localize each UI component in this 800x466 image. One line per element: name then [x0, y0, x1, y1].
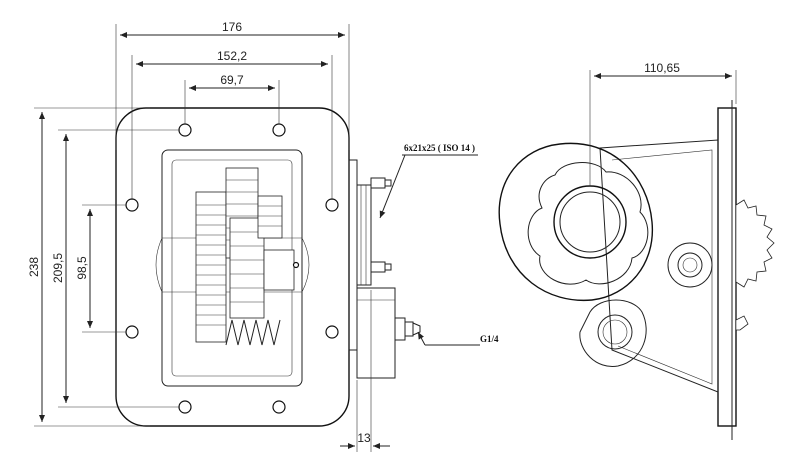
dim-hole-height-inner: 98,5 — [75, 256, 89, 280]
output-bore — [553, 185, 627, 259]
mounting-hole — [325, 325, 339, 339]
dim-overall-height: 238 — [27, 257, 41, 277]
housing-side — [599, 139, 719, 393]
mounting-hole — [178, 400, 192, 414]
mounting-hole — [272, 123, 286, 137]
dim-hole-height-outer: 209,5 — [51, 253, 65, 283]
note-bolt-spec: 6x21x25 ( ISO 14 ) — [404, 143, 475, 153]
dim-side-offset: 110,65 — [644, 61, 680, 75]
stud — [370, 261, 386, 273]
dim-overall-width: 176 — [222, 20, 242, 34]
dim-mounting-hole-span: 152,2 — [217, 49, 247, 63]
mounting-hole — [325, 198, 339, 212]
housing-body — [161, 149, 303, 387]
mounting-hole — [272, 400, 286, 414]
mounting-hole — [178, 123, 192, 137]
front-view — [115, 107, 350, 427]
dim-flange-thickness: 13 — [357, 431, 371, 445]
side-flange — [348, 154, 480, 379]
mounting-hole — [125, 198, 139, 212]
spring — [225, 319, 281, 346]
dim-top-hole-span: 69,7 — [220, 73, 244, 87]
mounting-hole — [125, 325, 139, 339]
casting-outline — [498, 142, 654, 302]
mounting-plate — [717, 107, 737, 427]
gear-stack — [195, 167, 300, 343]
side-view — [498, 100, 775, 440]
grease-fitting — [394, 317, 421, 341]
dimension-lines — [34, 24, 737, 452]
side-gear — [735, 199, 775, 331]
note-port-thread: G1/4 — [480, 334, 499, 344]
stud — [370, 177, 386, 189]
